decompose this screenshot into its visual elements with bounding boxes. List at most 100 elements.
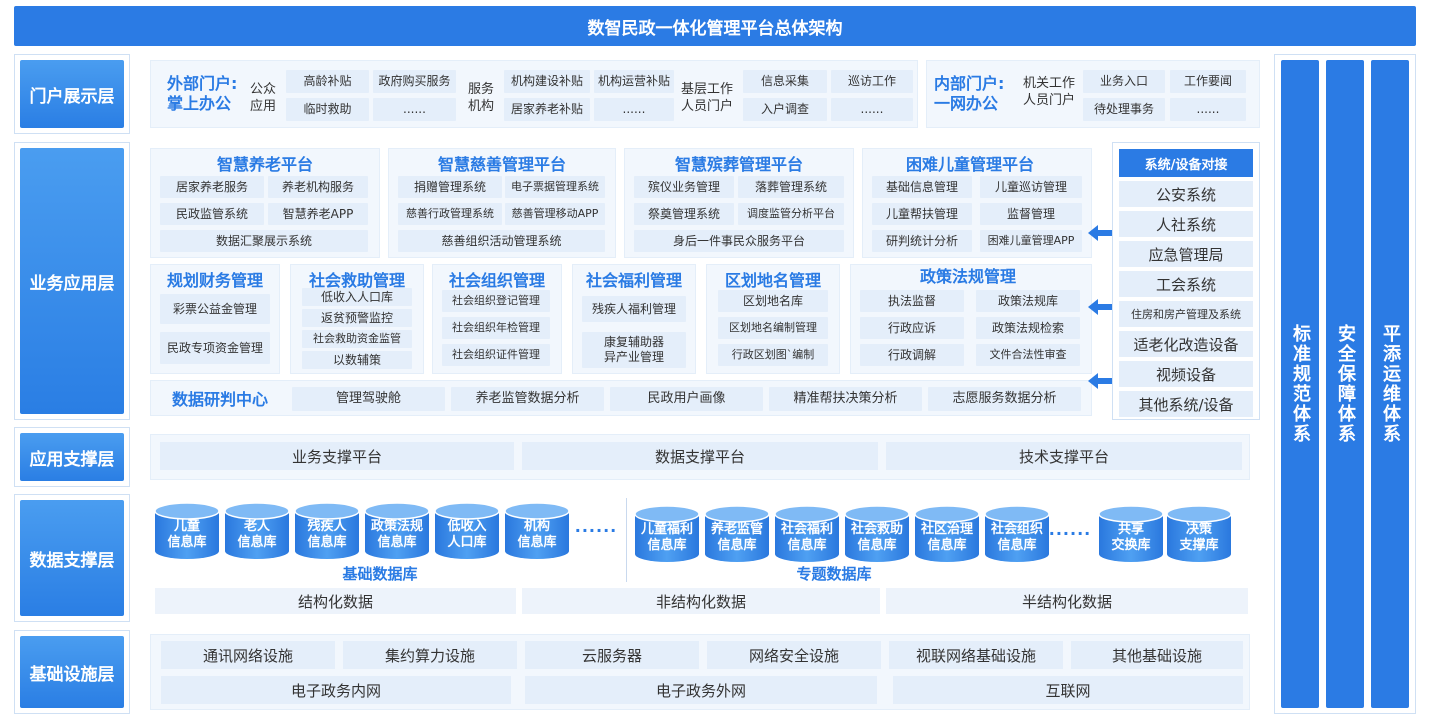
charity-item-activity[interactable]: 慈善组织活动管理系统: [398, 230, 605, 252]
infra-computing[interactable]: 集约算力设施: [343, 641, 517, 669]
social-org-item-registration[interactable]: 社会组织登记管理: [442, 290, 550, 312]
external-system-aging-device[interactable]: 适老化改造设备: [1119, 331, 1253, 357]
policy-item-enforcement[interactable]: 执法监督: [860, 290, 964, 312]
welfare-item-rehab[interactable]: 康复辅助器 异产业管理: [582, 332, 686, 368]
basic-db-1[interactable]: 老人信息库: [224, 502, 290, 560]
policy-item-mediation[interactable]: 行政调解: [860, 344, 964, 366]
relief-item-warning[interactable]: 返贫预警监控: [302, 309, 412, 327]
special-db-2[interactable]: 社会福利信息库: [774, 505, 840, 563]
special-db-0[interactable]: 儿童福利信息库: [634, 505, 700, 563]
basic-db-2[interactable]: 残疾人信息库: [294, 502, 360, 560]
external-system-housing[interactable]: 住房和房产管理及系统: [1119, 301, 1253, 327]
place-name-item-map[interactable]: 行政区划图`编制: [718, 344, 828, 366]
elderly-item-home-care[interactable]: 居家养老服务: [160, 176, 264, 198]
external-system-video[interactable]: 视频设备: [1119, 361, 1253, 387]
charity-item-admin[interactable]: 慈善行政管理系统: [398, 203, 502, 225]
finance-item-special-fund[interactable]: 民政专项资金管理: [160, 332, 270, 364]
charity-item-donation[interactable]: 捐赠管理系统: [398, 176, 502, 198]
external-system-union[interactable]: 工会系统: [1119, 271, 1253, 297]
portal-item-org-construct[interactable]: 机构建设补贴: [504, 70, 590, 93]
elderly-item-supervision[interactable]: 民政监管系统: [160, 203, 264, 225]
portal-item-home-care[interactable]: 居家养老补贴: [504, 98, 590, 121]
children-item-basic-info[interactable]: 基础信息管理: [872, 176, 972, 198]
elderly-item-data-display[interactable]: 数据汇聚展示系统: [160, 230, 368, 252]
portal-item-more-public[interactable]: ......: [373, 98, 456, 121]
special-db-1[interactable]: 养老监管信息库: [704, 505, 770, 563]
semi-structured-data[interactable]: 半结构化数据: [886, 588, 1248, 614]
funeral-item-service[interactable]: 殡仪业务管理: [634, 176, 734, 198]
special-db-4[interactable]: 社区治理信息库: [914, 505, 980, 563]
data-center-item-precise-help[interactable]: 精准帮扶决策分析: [769, 387, 922, 411]
tech-support-platform[interactable]: 技术支撑平台: [886, 442, 1242, 470]
external-system-hr[interactable]: 人社系统: [1119, 211, 1253, 237]
external-system-police[interactable]: 公安系统: [1119, 181, 1253, 207]
infra-cloud-server[interactable]: 云服务器: [525, 641, 699, 669]
charity-item-e-receipt[interactable]: 电子票据管理系统: [505, 176, 605, 198]
special-db-5[interactable]: 社会组织信息库: [984, 505, 1050, 563]
external-system-emergency[interactable]: 应急管理局: [1119, 241, 1253, 267]
data-center-item-user-profile[interactable]: 民政用户画像: [610, 387, 763, 411]
exchange-db-1[interactable]: 决策支撑库: [1166, 505, 1232, 563]
data-support-platform[interactable]: 数据支撑平台: [522, 442, 878, 470]
portal-item-gov-purchase[interactable]: 政府购买服务: [373, 70, 456, 93]
data-center-item-volunteer[interactable]: 志愿服务数据分析: [928, 387, 1081, 411]
business-support-platform[interactable]: 业务支撑平台: [160, 442, 514, 470]
policy-item-library[interactable]: 政策法规库: [976, 290, 1080, 312]
infra-internet[interactable]: 互联网: [893, 676, 1243, 704]
basic-db-0[interactable]: 儿童信息库: [154, 502, 220, 560]
infra-gov-extranet[interactable]: 电子政务外网: [525, 676, 877, 704]
relief-item-low-income[interactable]: 低收入人口库: [302, 288, 412, 306]
finance-item-lottery[interactable]: 彩票公益金管理: [160, 294, 270, 324]
portal-item-business-entry[interactable]: 业务入口: [1083, 70, 1165, 93]
side-system-operations[interactable]: 平添运维体系: [1371, 60, 1409, 708]
policy-item-legality-review[interactable]: 文件合法性审查: [976, 344, 1080, 366]
portal-item-household-survey[interactable]: 入户调查: [743, 98, 827, 121]
policy-item-litigation[interactable]: 行政应诉: [860, 317, 964, 339]
portal-item-more-org[interactable]: ......: [594, 98, 674, 121]
children-item-app[interactable]: 困难儿童管理APP: [980, 230, 1082, 252]
social-org-item-annual-check[interactable]: 社会组织年检管理: [442, 317, 550, 339]
social-org-item-certificate[interactable]: 社会组织证件管理: [442, 344, 550, 366]
relief-item-data-policy[interactable]: 以数辅策: [302, 351, 412, 369]
portal-item-more-grassroots[interactable]: ......: [831, 98, 913, 121]
basic-db-5[interactable]: 机构信息库: [504, 502, 570, 560]
infra-gov-intranet[interactable]: 电子政务内网: [161, 676, 511, 704]
exchange-db-0[interactable]: 共享交换库: [1098, 505, 1164, 563]
infra-video-network[interactable]: 视联网络基础设施: [889, 641, 1063, 669]
basic-db-4[interactable]: 低收入人口库: [434, 502, 500, 560]
infra-network-security[interactable]: 网络安全设施: [707, 641, 881, 669]
unstructured-data[interactable]: 非结构化数据: [522, 588, 880, 614]
basic-db-3[interactable]: 政策法规信息库: [364, 502, 430, 560]
structured-data[interactable]: 结构化数据: [155, 588, 516, 614]
portal-item-org-operate[interactable]: 机构运营补贴: [594, 70, 674, 93]
infra-other[interactable]: 其他基础设施: [1071, 641, 1243, 669]
children-item-assist[interactable]: 儿童帮扶管理: [872, 203, 972, 225]
funeral-item-dispatch[interactable]: 调度监管分析平台: [738, 203, 844, 225]
side-system-security[interactable]: 安全保障体系: [1326, 60, 1364, 708]
portal-item-info-collect[interactable]: 信息采集: [743, 70, 827, 93]
elderly-item-app[interactable]: 智慧养老APP: [268, 203, 368, 225]
portal-item-more-staff[interactable]: ......: [1170, 98, 1246, 121]
portal-item-visit-work[interactable]: 巡访工作: [831, 70, 913, 93]
data-center-item-elderly-analysis[interactable]: 养老监管数据分析: [451, 387, 604, 411]
place-name-item-compilation[interactable]: 区划地名编制管理: [718, 317, 828, 339]
portal-item-temp-relief[interactable]: 临时救助: [286, 98, 369, 121]
relief-item-fund-supervision[interactable]: 社会救助资金监管: [302, 330, 412, 348]
portal-item-pending-tasks[interactable]: 待处理事务: [1083, 98, 1165, 121]
data-center-item-cockpit[interactable]: 管理驾驶舱: [292, 387, 445, 411]
portal-item-work-news[interactable]: 工作要闻: [1170, 70, 1246, 93]
place-name-item-database[interactable]: 区划地名库: [718, 290, 828, 312]
external-system-other[interactable]: 其他系统/设备: [1119, 391, 1253, 417]
elderly-item-institution[interactable]: 养老机构服务: [268, 176, 368, 198]
side-system-standards[interactable]: 标准规范体系: [1281, 60, 1319, 708]
welfare-item-disability[interactable]: 残疾人福利管理: [582, 296, 686, 322]
policy-item-search[interactable]: 政策法规检索: [976, 317, 1080, 339]
charity-item-mobile-app[interactable]: 慈善管理移动APP: [505, 203, 605, 225]
funeral-item-public-service[interactable]: 身后一件事民众服务平台: [634, 230, 844, 252]
portal-item-elderly-subsidy[interactable]: 高龄补贴: [286, 70, 369, 93]
children-item-analysis[interactable]: 研判统计分析: [872, 230, 972, 252]
children-item-visit[interactable]: 儿童巡访管理: [980, 176, 1082, 198]
infra-comm-network[interactable]: 通讯网络设施: [161, 641, 335, 669]
funeral-item-memorial[interactable]: 祭奠管理系统: [634, 203, 734, 225]
special-db-3[interactable]: 社会救助信息库: [844, 505, 910, 563]
